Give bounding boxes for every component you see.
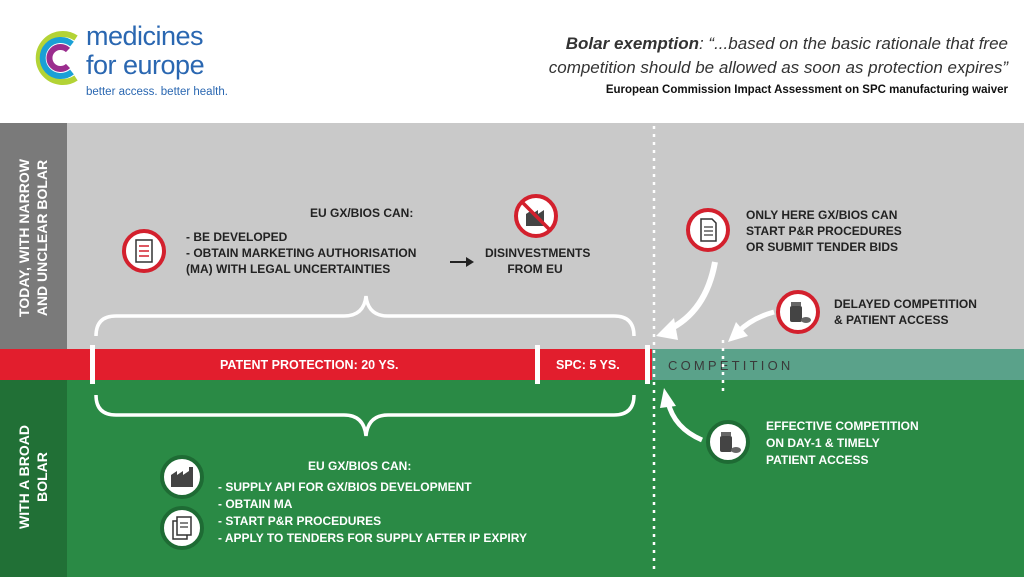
pills-icon: [776, 290, 820, 334]
protection-timeline-bar: [0, 349, 652, 380]
brand-tagline: better access. better health.: [86, 86, 228, 98]
timeline-tick-expiry: [645, 345, 650, 384]
disinvestments-line2: FROM EU: [507, 262, 563, 276]
delayed-line1: DELAYED COMPETITION: [834, 297, 977, 311]
medicines-for-europe-logo-icon: [35, 31, 78, 85]
effective-line2: ON DAY-1 & TIMELY: [766, 436, 880, 450]
competition-label: COMPETITION: [668, 358, 794, 373]
header: [0, 0, 1024, 123]
timeline-tick-spc: [535, 345, 540, 384]
quote-text-1: : “...based on the basic rationale that …: [698, 34, 1008, 53]
disinvestments-line1: DISINVESTMENTS: [485, 246, 591, 260]
only-here-line2: START P&R PROCEDURES: [746, 224, 902, 238]
no-factory-icon: [514, 194, 558, 238]
timeline-tick-start: [90, 345, 95, 384]
quote-term: Bolar exemption: [565, 34, 699, 53]
brand-name-line2: for europe: [86, 50, 205, 80]
today-section-band: [0, 123, 1024, 349]
quote-line2: competition should be allowed as soon as…: [548, 58, 1008, 77]
bottom-item-4: - APPLY TO TENDERS FOR SUPPLY AFTER IP E…: [218, 531, 527, 545]
papers-icon: [160, 506, 204, 550]
top-item-3: (MA) WITH LEGAL UNCERTAINTIES: [186, 262, 391, 276]
effective-line3: PATIENT ACCESS: [766, 453, 869, 467]
spc-label: SPC: 5 YS.: [556, 358, 620, 372]
competition-timeline-bar: [652, 349, 1024, 380]
bottom-item-3: - START P&R PROCEDURES: [218, 514, 382, 528]
today-side-label-panel: TODAY, WITH NARROW AND UNCLEAR BOLAR: [0, 123, 67, 349]
arrow-right-icon: [450, 257, 474, 267]
quote-line1: Bolar exemption: “...based on the basic …: [566, 34, 1008, 54]
only-here-line3: OR SUBMIT TENDER BIDS: [746, 240, 899, 254]
delayed-line2: & PATIENT ACCESS: [834, 313, 949, 327]
brand-name-line1: medicines: [86, 21, 204, 51]
bottom-item-1: - SUPPLY API FOR GX/BIOS DEVELOPMENT: [218, 480, 472, 494]
factory-icon: [160, 455, 204, 499]
pills-icon-bottom: [706, 420, 750, 464]
effective-line1: EFFECTIVE COMPETITION: [766, 419, 919, 433]
only-here-line1: ONLY HERE GX/BIOS CAN: [746, 208, 898, 222]
checklist-icon: [122, 229, 166, 273]
patent-protection-label: PATENT PROTECTION: 20 YS.: [220, 358, 399, 372]
top-item-1: - BE DEVELOPED: [186, 230, 288, 244]
top-item-2: - OBTAIN MARKETING AUTHORISATION: [186, 246, 417, 260]
document-icon: [686, 208, 730, 252]
bottom-item-2: - OBTAIN MA: [218, 497, 293, 511]
quote-source: European Commission Impact Assessment on…: [605, 84, 1008, 96]
top-title: EU GX/BIOS CAN:: [310, 206, 414, 220]
broad-bolar-side-label-panel: WITH A BROAD BOLAR: [0, 380, 67, 577]
bottom-title: EU GX/BIOS CAN:: [308, 459, 412, 473]
